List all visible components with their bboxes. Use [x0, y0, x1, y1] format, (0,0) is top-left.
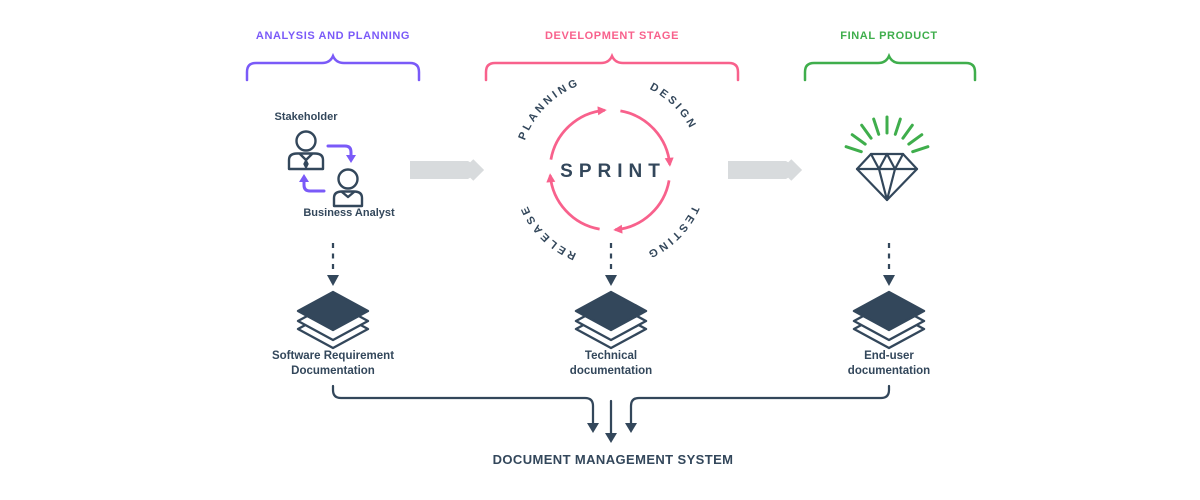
brace-final-product	[803, 52, 977, 82]
business-analyst-label: Business Analyst	[303, 207, 395, 219]
sprint-cycle-arrows	[546, 106, 674, 234]
technical-doc-label-line1: Technical	[584, 350, 638, 362]
stakeholder-analyst-cycle-arrows	[299, 144, 356, 193]
merge-connectors	[331, 384, 891, 443]
sprint-label: SPRINT	[560, 161, 666, 182]
header-analysis-and-planning: ANALYSIS AND PLANNING	[255, 30, 411, 42]
svg-text:DESIGN: DESIGN	[648, 81, 699, 132]
technical-doc-label: Technical documentation	[570, 349, 652, 379]
software-requirement-doc-label-line1: Software Requirement	[271, 350, 395, 362]
stage-arrow-1	[410, 159, 485, 181]
svg-text:RELEASE: RELEASE	[518, 202, 578, 262]
technical-doc-label-line2: documentation	[569, 365, 653, 377]
cycle-word-planning: PLANNING	[516, 76, 578, 141]
doc-stack-software-requirement	[296, 290, 370, 350]
cycle-word-release: RELEASE	[518, 202, 575, 262]
business-analyst-icon	[332, 168, 364, 208]
end-user-doc-label: End-user documentation	[848, 349, 930, 379]
svg-text:PLANNING: PLANNING	[516, 76, 581, 141]
brace-development	[484, 52, 740, 82]
stakeholder-label: Stakeholder	[274, 111, 338, 123]
doc-stack-technical	[574, 290, 648, 350]
header-development-stage: DEVELOPMENT STAGE	[544, 30, 680, 42]
end-user-doc-label-line2: documentation	[847, 365, 931, 377]
dashed-arrows-to-docs	[327, 243, 895, 286]
software-requirement-doc-label-line2: Documentation	[291, 365, 375, 377]
cycle-word-design: DESIGN	[648, 81, 696, 132]
diamond-icon	[855, 152, 919, 202]
end-user-doc-label-line1: End-user	[864, 350, 914, 362]
diamond-rays-icon	[844, 115, 930, 154]
header-final-product: FINAL PRODUCT	[840, 30, 938, 42]
software-requirement-doc-label: Software Requirement Documentation	[272, 349, 394, 379]
stage-arrow-2	[728, 159, 803, 181]
brace-analysis	[245, 52, 421, 82]
stakeholder-icon	[287, 130, 325, 171]
document-management-system-title: DOCUMENT MANAGEMENT SYSTEM	[492, 452, 734, 467]
doc-stack-end-user	[852, 290, 926, 350]
